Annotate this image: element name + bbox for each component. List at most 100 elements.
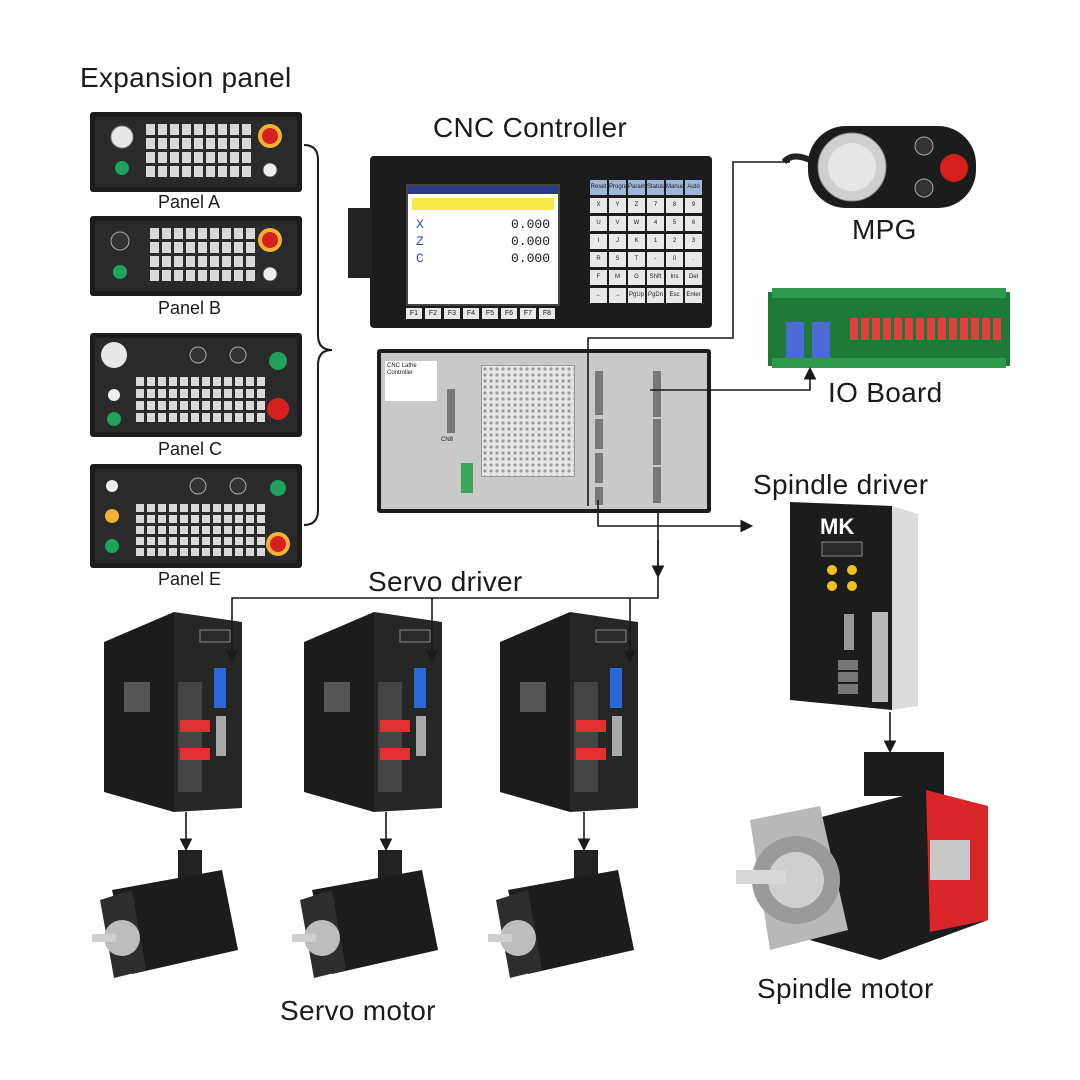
function-key-8[interactable]: F8 [539,308,555,319]
panel-b-label: Panel B [158,298,222,318]
panel-key [169,413,177,422]
panel-key [147,401,155,410]
spindle-driver: MK [790,502,918,710]
panel-key [210,270,219,281]
panel-key [246,526,254,534]
panel-key [202,537,210,545]
panel-key [224,548,232,556]
keypad-key[interactable]: F [590,270,607,285]
keypad-key[interactable]: PgUp [628,288,645,303]
panel-key [191,377,199,386]
keypad-key[interactable]: 6 [685,216,702,231]
cn3-connector [653,419,661,465]
keypad-key[interactable]: Param [628,180,645,195]
keypad-key[interactable]: 8 [666,198,683,213]
keypad-key[interactable]: V [609,216,626,231]
spindle-driver-title: Spindle driver [753,469,929,500]
function-key-5[interactable]: F5 [482,308,498,319]
panel-key [246,377,254,386]
keypad-key[interactable]: 9 [685,198,702,213]
keypad-key[interactable]: Y [609,198,626,213]
power-terminal [461,463,473,493]
power-supply-mesh [481,365,575,477]
panel-key [202,401,210,410]
keypad-key[interactable]: 0 [666,252,683,267]
spindle-driver-brand: MK [820,514,854,539]
keypad-key[interactable]: Auto [685,180,702,195]
function-key-4[interactable]: F4 [463,308,479,319]
keypad-key[interactable]: K [628,234,645,249]
keypad-key[interactable]: 4 [647,216,664,231]
cnc-controller-title: CNC Controller [433,112,628,143]
panel-key [186,256,195,267]
panel-key [224,515,232,523]
keypad-key[interactable]: S [609,252,626,267]
keypad-key[interactable]: ← [590,288,607,303]
panel-key [191,548,199,556]
function-key-3[interactable]: F3 [444,308,460,319]
cn8-label: CN8 [441,437,454,443]
panel-key [257,526,265,534]
panel-key [162,242,171,253]
keypad-key[interactable]: G [628,270,645,285]
keypad-key[interactable]: Del [685,270,702,285]
panel-key [213,413,221,422]
relay [927,318,935,340]
keypad-key[interactable]: W [628,216,645,231]
keypad-key[interactable]: 1 [647,234,664,249]
panel-key [235,537,243,545]
keypad-key[interactable]: M [609,270,626,285]
function-key-7[interactable]: F7 [520,308,536,319]
keypad-key[interactable]: → [609,288,626,303]
panel-key [194,166,203,177]
keypad-key[interactable]: Program [609,180,626,195]
panel-e-label: Panel E [158,569,222,589]
keypad-key[interactable]: 5 [666,216,683,231]
panel-key [180,548,188,556]
keypad-key[interactable]: Z [628,198,645,213]
keypad-key[interactable]: Shift [647,270,664,285]
panel-key [158,124,167,135]
panel-key [158,377,166,386]
panel-key [136,537,144,545]
panel-key [180,526,188,534]
keypad-key[interactable]: Reset [590,180,607,195]
keypad-key[interactable]: 3 [685,234,702,249]
mpg-title: MPG [852,214,917,245]
keypad-key[interactable]: X [590,198,607,213]
function-key-2[interactable]: F2 [425,308,441,319]
keypad-key[interactable]: - [647,252,664,267]
keypad-key[interactable]: Enter [685,288,702,303]
keypad-key[interactable]: Esc [666,288,683,303]
panel-key [206,124,215,135]
panel-key [224,413,232,422]
panel-key [198,242,207,253]
keypad-key[interactable]: I [590,234,607,249]
servo-motor-1 [92,850,238,978]
function-key-1[interactable]: F1 [406,308,422,319]
panel-key [246,228,255,239]
keypad-key[interactable]: 7 [647,198,664,213]
keypad-key[interactable]: R [590,252,607,267]
panel-key [162,228,171,239]
panel-key [150,256,159,267]
panel-key [170,138,179,149]
expansion-panel-title: Expansion panel [80,62,292,93]
keypad-key[interactable]: 2 [666,234,683,249]
keypad-key[interactable]: T [628,252,645,267]
panel-key [174,228,183,239]
panel-key [169,389,177,398]
keypad-key[interactable]: U [590,216,607,231]
function-key-6[interactable]: F6 [501,308,517,319]
keypad-key[interactable]: PgDn [647,288,664,303]
keypad-key[interactable]: . [685,252,702,267]
keypad-key[interactable]: Ins [666,270,683,285]
keypad-key[interactable]: Manual [666,180,683,195]
panel-key [202,515,210,523]
panel-e [90,464,302,568]
panel-key [202,377,210,386]
keypad-key[interactable]: J [609,234,626,249]
keypad-key[interactable]: Status [647,180,664,195]
